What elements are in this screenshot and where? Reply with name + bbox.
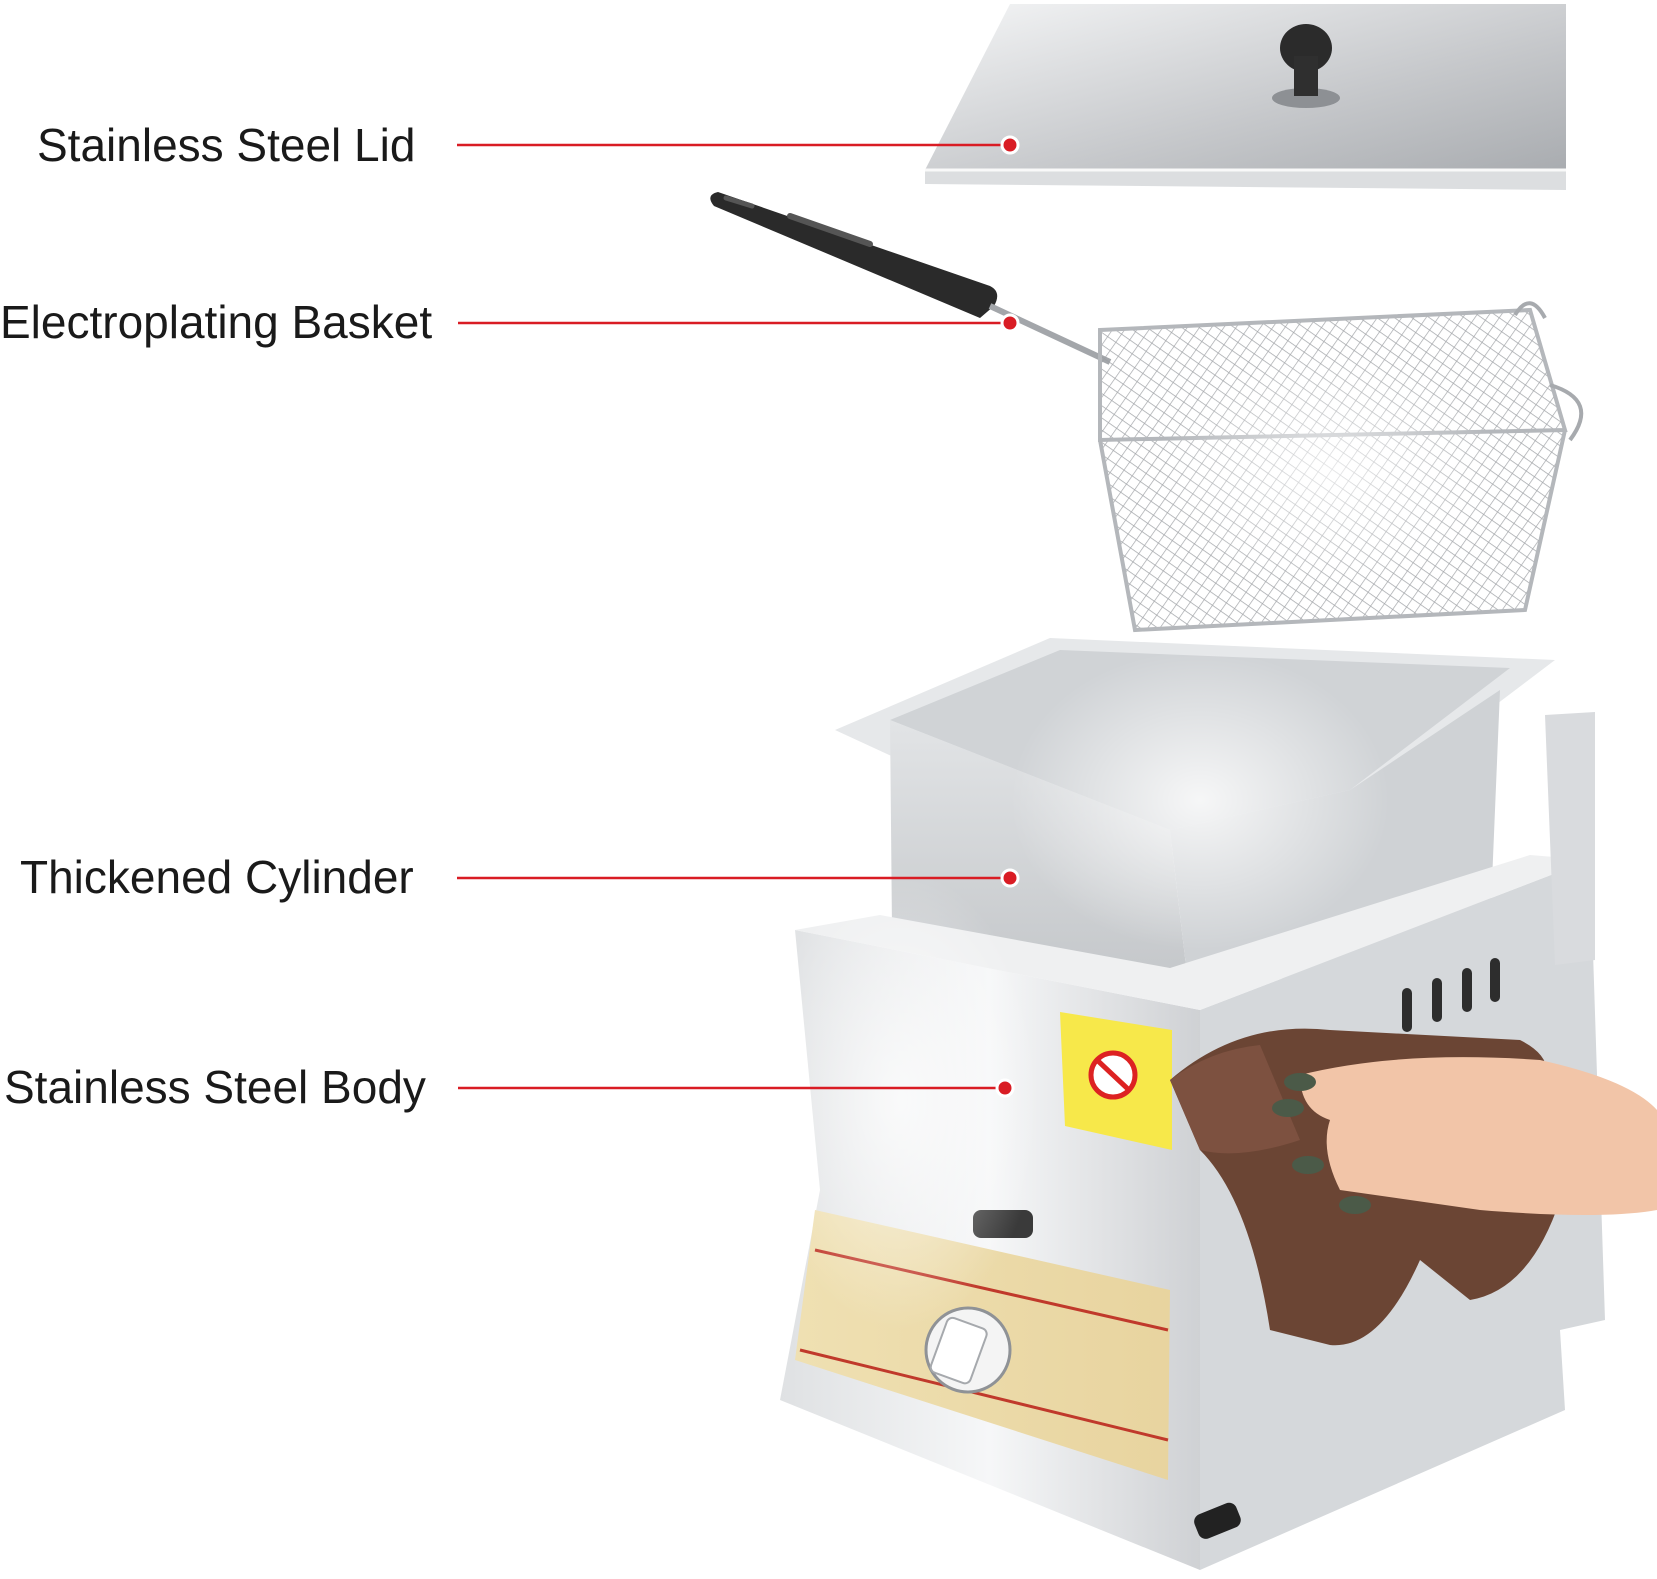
body-label: Stainless Steel Body (4, 1061, 426, 1113)
basket-handle-icon (710, 192, 1112, 365)
cylinder-label: Thickened Cylinder (20, 851, 414, 903)
cylinder-marker-dot (1000, 868, 1020, 888)
electroplating-basket (710, 192, 1584, 633)
switch-icon (1194, 1502, 1241, 1539)
basket-marker-dot (1000, 313, 1020, 333)
lid-marker-dot (1000, 135, 1020, 155)
body-marker-dot (995, 1078, 1015, 1098)
basket-label: Electroplating Basket (0, 296, 433, 348)
leader-lines (457, 135, 1020, 1098)
no-fire-warning-sticker-icon (1060, 1012, 1172, 1150)
hand-with-towel (1170, 1028, 1657, 1346)
lid-label: Stainless Steel Lid (37, 119, 416, 171)
lid-knob-icon (1280, 24, 1332, 72)
vent-slot-icon (1402, 958, 1500, 1032)
stainless-steel-lid (925, 4, 1566, 190)
gas-control-knob-icon[interactable] (924, 1306, 1012, 1394)
